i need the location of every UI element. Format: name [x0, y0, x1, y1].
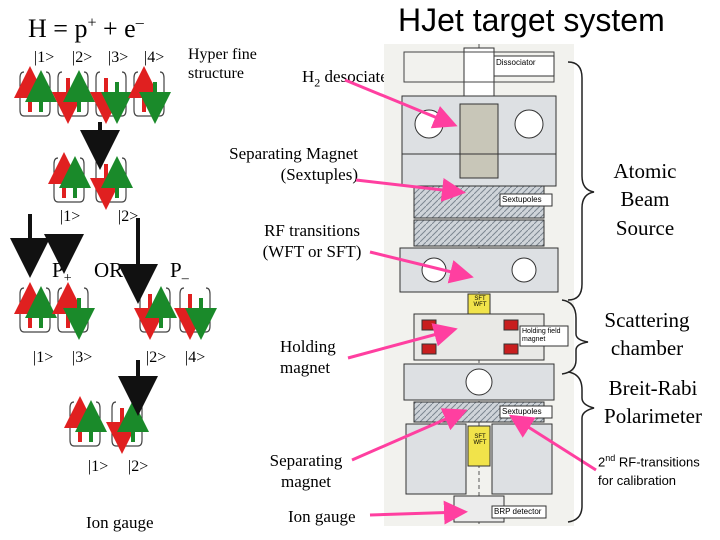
breit-rabi-label: Breit-Rabi Polarimeter	[604, 376, 702, 429]
scattering-chamber-label: Scattering chamber	[604, 308, 690, 361]
state-label: |4>	[185, 349, 206, 366]
callout-arrow	[344, 78, 458, 129]
state-label: |1>	[88, 458, 109, 475]
diagram-label-sextupoles-bottom: Sextupoles	[502, 407, 542, 416]
state-label: |2>	[72, 49, 93, 66]
callout-arrow	[347, 323, 458, 360]
spin-state-box	[19, 287, 51, 333]
state-label: |2>	[118, 208, 139, 225]
atomic-beam-source-label: Atomic Beam Source	[613, 159, 677, 240]
diagram-label-sft-wft-top: SFT WFT	[473, 296, 487, 308]
spin-state-box	[57, 71, 89, 117]
spin-state-box	[111, 401, 143, 447]
rf-calibration-label: 2nd RF-transitions for calibration	[598, 453, 700, 488]
state-label: |2>	[128, 458, 149, 475]
brace-atomic-beam	[567, 61, 595, 301]
spin-state-box	[69, 401, 101, 447]
spin-state-box	[19, 71, 51, 117]
state-label: |1>	[33, 349, 54, 366]
diagram-label-dissociator: Dissociator	[496, 58, 536, 67]
hjet-apparatus-diagram: Dissociator Sextupoles SFT WFT Holding f…	[384, 44, 574, 526]
brace-scattering	[561, 299, 589, 375]
diagram-label-sextupoles-top: Sextupoles	[502, 195, 542, 204]
brace-breit-rabi	[567, 371, 595, 523]
hydrogen-formula: H = p+ + e–	[28, 14, 144, 43]
rf-transitions-label: RF transitions (WFT or SFT)	[262, 221, 362, 262]
state-label: |2>	[146, 349, 167, 366]
diagram-label-sft-wft-bottom: SFT WFT	[473, 434, 487, 446]
page-title: HJet target system	[398, 2, 665, 38]
callout-arrow	[351, 408, 468, 462]
spin-state-box	[57, 287, 89, 333]
desociater-label: H2 desociater	[302, 67, 394, 90]
callout-arrow	[508, 414, 597, 472]
p-minus-label: P–	[170, 258, 189, 287]
spin-state-box	[53, 157, 85, 203]
spin-state-box	[139, 287, 171, 333]
callout-arrow	[355, 178, 466, 202]
hyperfine-label: Hyper fine structure	[188, 46, 257, 83]
ion-gauge-label: Ion gauge	[288, 507, 356, 526]
spin-state-box	[95, 157, 127, 203]
diagram-label-brp-detector: BRP detector	[494, 507, 542, 516]
state-label: |3>	[108, 49, 129, 66]
callout-arrow	[369, 250, 474, 284]
state-label: |4>	[144, 49, 165, 66]
separating-magnet-label: Separating Magnet (Sextuples)	[229, 144, 358, 185]
spin-state-box	[95, 71, 127, 117]
holding-magnet-label: Holding magnet	[280, 337, 336, 378]
diagram-label-holding-field: Holding field magnet	[522, 328, 561, 343]
spin-state-box	[133, 71, 165, 117]
state-label: |3>	[72, 349, 93, 366]
callout-arrow	[369, 500, 468, 525]
spin-state-box	[179, 287, 211, 333]
state-label: |1>	[60, 208, 81, 225]
ion-gauge-left-label: Ion gauge	[86, 513, 154, 532]
state-label: |1>	[34, 49, 55, 66]
separating-magnet-2-label: Separating magnet	[269, 451, 343, 492]
